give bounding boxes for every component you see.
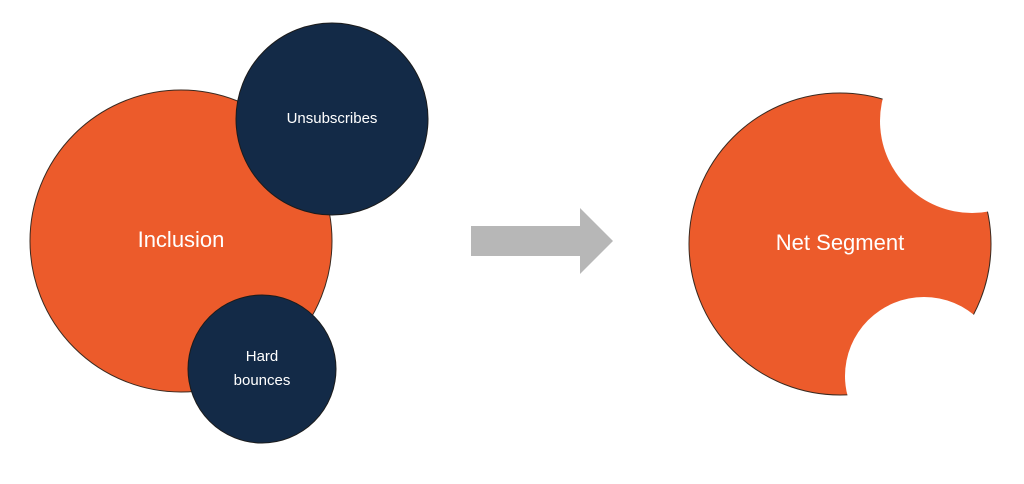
hard-bounces-circle [187,294,337,444]
inclusion-label: Inclusion [138,227,225,252]
net-segment-shape [688,92,992,396]
hard-bounces-label-line1: Hard [246,348,279,365]
inclusion-group: Inclusion Unsubscribes Hard bounces [29,22,429,444]
right-arrow-icon [471,208,613,274]
net-segment-group: Net Segment [688,92,992,396]
net-segment-label: Net Segment [776,230,904,255]
hard-bounces-label-line2: bounces [234,372,291,389]
unsubscribes-circle [235,22,429,216]
unsubscribes-label: Unsubscribes [287,110,378,127]
